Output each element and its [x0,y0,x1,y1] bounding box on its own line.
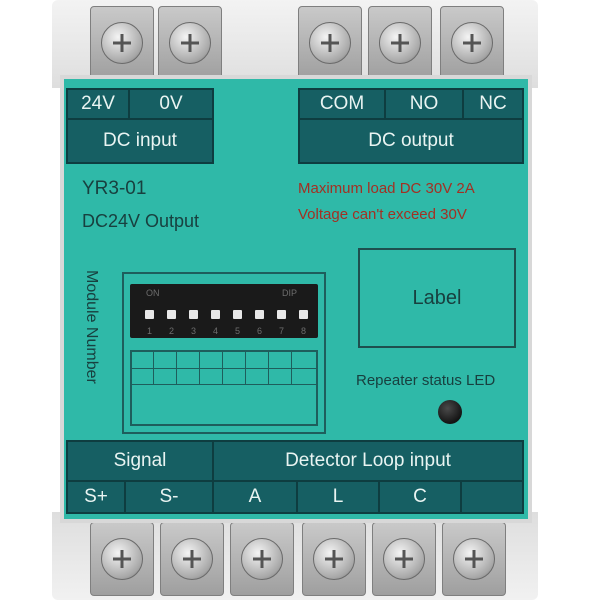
terminal-label-24v: 24V [66,88,130,120]
grid-line [130,368,318,369]
grid-line [291,350,292,384]
top-terminal-5 [440,6,504,80]
module-number-grid [130,350,318,426]
dip-number: 8 [301,326,307,336]
dc-output-label: DC output [298,118,524,164]
pin-label-s-plus: S+ [66,480,126,514]
dip-number: 7 [279,326,285,336]
dip-number: 1 [147,326,153,336]
label-box: Label [358,248,516,348]
dip-switch-5[interactable] [233,310,242,319]
detector-loop-label: Detector Loop input [212,440,524,482]
pin-label-empty [460,480,524,514]
bottom-terminal-5 [372,522,436,596]
grid-line [130,384,318,385]
dip-switch-4[interactable] [211,310,220,319]
grid-line [199,350,200,384]
screw-icon [101,22,143,64]
dip-number: 3 [191,326,197,336]
model-name: YR3-01 [82,178,147,199]
screw-icon [101,538,143,580]
dip-switch-1[interactable] [145,310,154,319]
dip-number: 6 [257,326,263,336]
pin-label-a: A [212,480,298,514]
status-led-icon [438,400,462,424]
grid-line [268,350,269,384]
top-terminal-3 [298,6,362,80]
dip-dip-label: DIP [282,288,298,298]
dip-switch-7[interactable] [277,310,286,319]
dc-input-label: DC input [66,118,214,164]
screw-icon [379,22,421,64]
dip-switch-8[interactable] [299,310,308,319]
screw-icon [383,538,425,580]
dip-switch-2[interactable] [167,310,176,319]
dip-switch-3[interactable] [189,310,198,319]
top-terminal-1 [90,6,154,80]
module-number-label: Module Number [83,270,100,384]
dip-on-label: ON [146,288,160,298]
pin-label-c: C [378,480,462,514]
model-output: DC24V Output [82,211,200,231]
bottom-terminal-3 [230,522,294,596]
screw-icon [451,22,493,64]
grid-line [245,350,246,384]
dip-number: 5 [235,326,241,336]
terminal-label-com: COM [298,88,386,120]
signal-label: Signal [66,440,214,482]
screw-icon [169,22,211,64]
warning-max-load: Maximum load DC 30V 2A [298,180,475,197]
screw-icon [309,22,351,64]
grid-line [176,350,177,384]
dip-switch-6[interactable] [255,310,264,319]
bottom-terminal-6 [442,522,506,596]
pin-label-s-minus: S- [124,480,214,514]
screw-icon [241,538,283,580]
top-terminal-2 [158,6,222,80]
pin-label-l: L [296,480,380,514]
bottom-terminal-1 [90,522,154,596]
bottom-terminal-4 [302,522,366,596]
dip-switch-frame [122,272,326,434]
dip-number: 4 [213,326,219,336]
warning-voltage: Voltage can't exceed 30V [298,206,467,223]
grid-line [222,350,223,384]
led-label: Repeater status LED [356,372,496,389]
screw-icon [313,538,355,580]
terminal-label-nc: NC [462,88,524,120]
screw-icon [453,538,495,580]
top-terminal-4 [368,6,432,80]
dip-switch[interactable] [130,284,318,338]
bottom-terminal-2 [160,522,224,596]
terminal-label-0v: 0V [128,88,214,120]
terminal-label-no: NO [384,88,464,120]
dip-number: 2 [169,326,175,336]
screw-icon [171,538,213,580]
grid-line [153,350,154,384]
